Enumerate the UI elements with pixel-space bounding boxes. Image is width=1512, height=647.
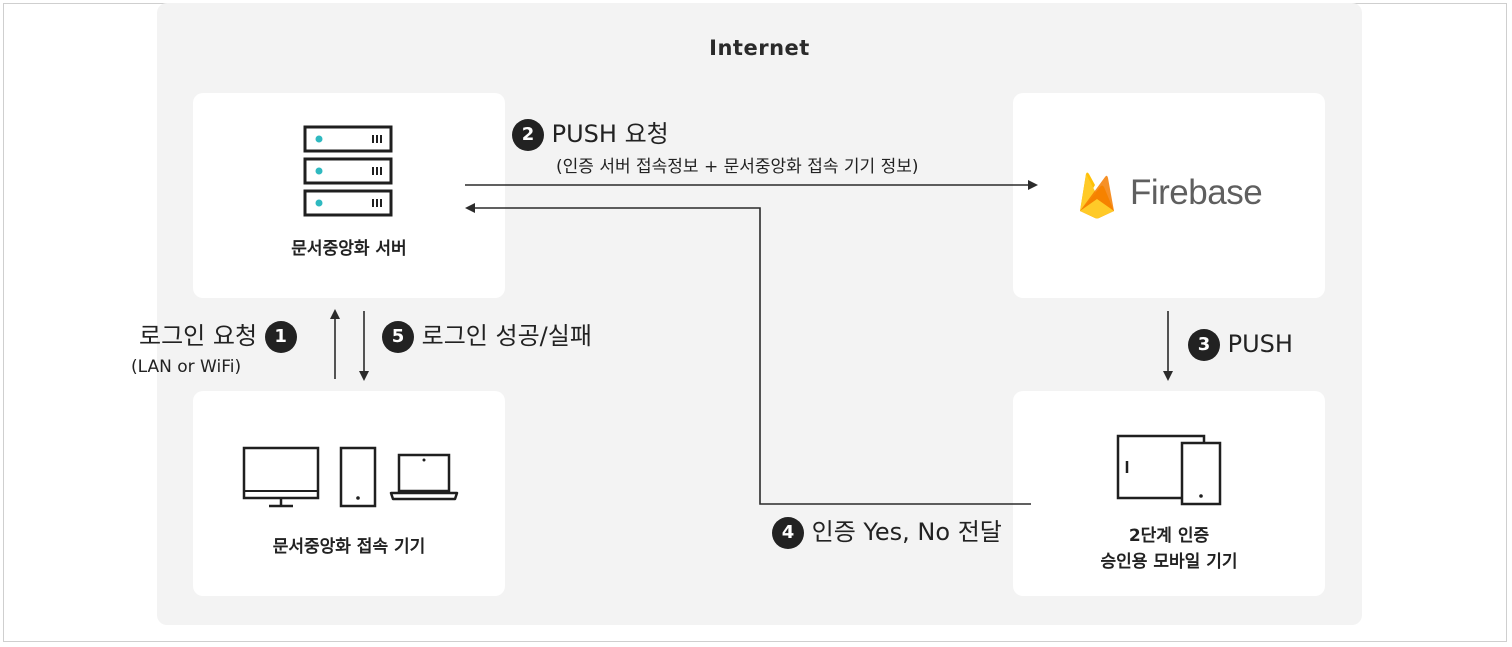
server-rack-icon [303,125,393,217]
step2-badge: 2 [512,119,544,151]
step1-text: 로그인 요청 [139,322,258,350]
step1-subtext: (LAN or WiFi) [131,357,242,377]
step5-badge: 5 [382,321,414,353]
step4-label: 4 인증 Yes, No 전달 [772,517,1002,549]
server-card: 문서중앙화 서버 [193,93,505,298]
mobile-card: 2단계 인증 승인용 모바일 기기 [1013,391,1325,596]
mobile-label-line2: 승인용 모바일 기기 [1100,552,1238,572]
step3-badge: 3 [1188,329,1220,361]
step3-text: PUSH [1227,330,1293,358]
arrow-auth-result [465,203,1031,505]
access-devices-card: 문서중앙화 접속 기기 [193,391,505,596]
step4-badge: 4 [772,517,804,549]
step1-badge: 1 [264,321,297,353]
step2-text: PUSH 요청 [551,120,669,148]
internet-zone-title: Internet [709,36,810,60]
step1-label: 로그인 요청 1 [139,321,297,353]
step5-text: 로그인 성공/실패 [421,322,592,350]
firebase-card [1013,93,1325,298]
step2-subtext: (인증 서버 접속정보 + 문서중앙화 접속 기기 정보) [556,157,919,177]
step3-label: 3 PUSH [1188,329,1293,361]
mobile-label-line1: 2단계 인증 [1128,526,1210,546]
devices-icon [242,446,459,508]
tablet-phone-icon [1116,434,1222,506]
firebase-flame-icon [1080,172,1114,219]
access-devices-label: 문서중앙화 접속 기기 [272,537,426,557]
step2-label: 2 PUSH 요청 [512,119,669,151]
step5-label: 5 로그인 성공/실패 [382,321,592,353]
firebase-wordmark: Firebase [1130,173,1263,212]
server-label: 문서중앙화 서버 [291,239,407,259]
step4-text: 인증 Yes, No 전달 [811,518,1002,546]
